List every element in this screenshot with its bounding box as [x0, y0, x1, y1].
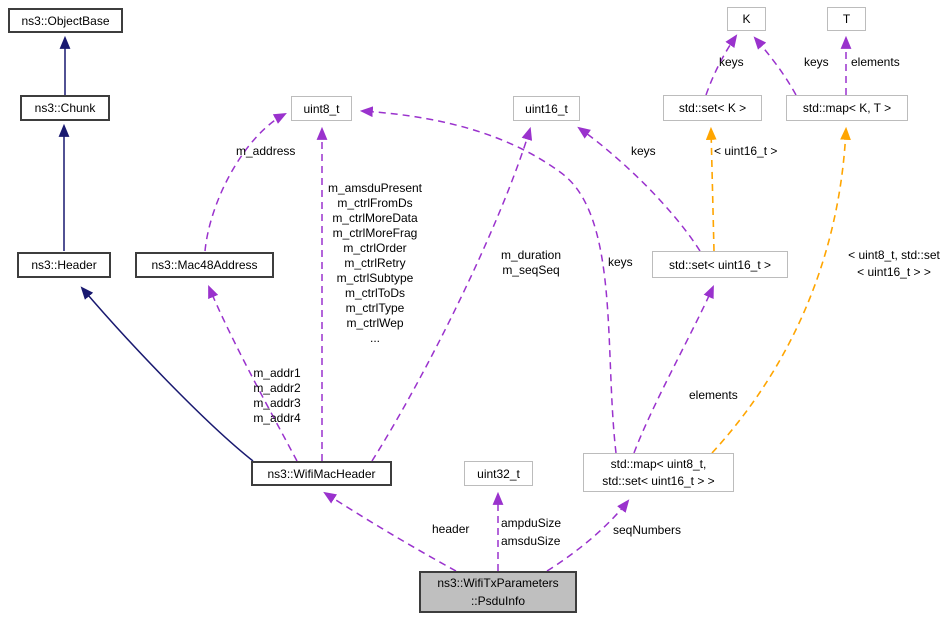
node-std-set-uint16[interactable]: std::set< uint16_t > — [652, 251, 788, 278]
node-uint8-t[interactable]: uint8_t — [291, 96, 352, 121]
node-ns3-header[interactable]: ns3::Header — [17, 252, 111, 278]
edge-usage-mac48address-uint8 — [204, 112, 287, 252]
edge-label-keys-mapkt: keys — [804, 55, 829, 69]
node-ns3-wifitxparameters-psduinfo[interactable]: ns3::WifiTxParameters ::PsduInfo — [419, 571, 577, 613]
edge-usage-mapuint8-setuint16 — [633, 285, 714, 454]
node-uint32-t[interactable]: uint32_t — [464, 461, 533, 486]
edge-label-elements-mapkt: elements — [851, 55, 900, 69]
edge-usage-setuint16-uint16 — [577, 126, 701, 252]
edge-label-template-arg-map: < uint8_t, std::set < uint16_t > > — [848, 248, 940, 279]
edge-label-keys-setuint16: keys — [631, 144, 656, 158]
edge-usage-wifimacheader-uint16 — [371, 126, 533, 462]
node-std-map-k-t[interactable]: std::map< K, T > — [786, 95, 908, 121]
node-template-k[interactable]: K — [727, 7, 766, 31]
edge-label-seqnumbers: seqNumbers — [613, 523, 682, 537]
edge-template-mapuint8-mapkt — [711, 126, 851, 454]
edge-label-ampdusize-amsdusize: ampduSize amsduSize — [501, 516, 562, 548]
node-template-t[interactable]: T — [827, 7, 866, 31]
edge-label-m-addr1-4: m_addr1 m_addr2 m_addr3 m_addr4 — [253, 366, 301, 425]
edge-label-template-arg-uint16: < uint16_t > — [714, 144, 778, 158]
edge-usage-psduinfo-mapuint8 — [546, 499, 630, 572]
edge-label-elements-mapuint8: elements — [689, 388, 738, 402]
node-std-map-uint8-set-uint16[interactable]: std::map< uint8_t, std::set< uint16_t > … — [583, 453, 734, 492]
node-uint16-t[interactable]: uint16_t — [513, 96, 580, 121]
node-ns3-chunk[interactable]: ns3::Chunk — [20, 95, 110, 121]
edge-usage-psduinfo-wifimacheader — [323, 491, 457, 572]
edge-usage-wifimacheader-mac48address — [208, 284, 298, 462]
edge-template-setuint16-setk — [705, 126, 717, 252]
edge-inherit-wifimacheader-header — [80, 286, 254, 462]
edge-label-keys-setk: keys — [719, 55, 744, 69]
node-ns3-wifimacheader[interactable]: ns3::WifiMacHeader — [251, 461, 392, 486]
edge-label-header: header — [432, 522, 470, 536]
node-ns3-objectbase[interactable]: ns3::ObjectBase — [8, 8, 123, 33]
edge-usage-setk-k — [705, 34, 738, 96]
edge-usage-mapkt-k — [753, 36, 797, 96]
edge-label-m-duration-m-seqseq: m_duration m_seqSeq — [500, 248, 562, 277]
node-std-set-k[interactable]: std::set< K > — [663, 95, 762, 121]
node-ns3-mac48address[interactable]: ns3::Mac48Address — [135, 252, 274, 278]
edge-label-keys-mapuint8: keys — [608, 255, 633, 269]
edge-label-wifimacheader-ctrl-fields: m_amsduPresent m_ctrlFromDs m_ctrlMoreDa… — [327, 181, 423, 345]
edge-label-m-address: m_address — [236, 144, 296, 158]
